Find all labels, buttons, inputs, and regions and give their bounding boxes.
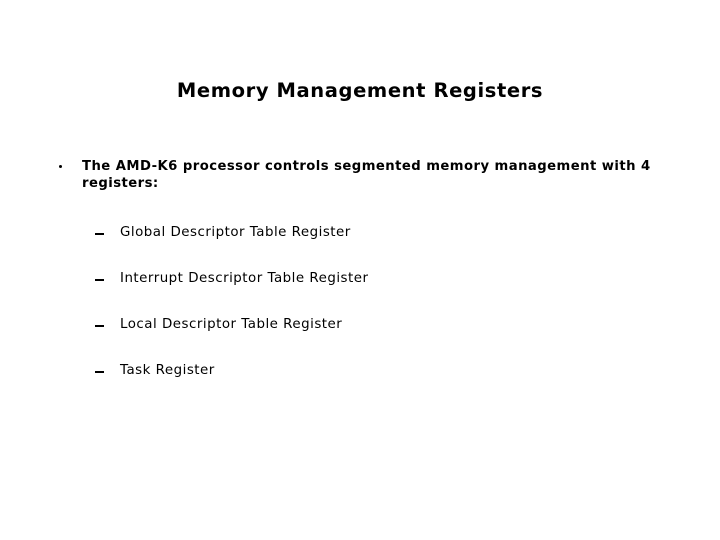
list-item: Interrupt Descriptor Table Register <box>0 271 720 317</box>
list-item: Task Register <box>0 363 720 409</box>
dash-bullet-icon <box>95 370 104 373</box>
slide-body-content: The AMD-K6 processor controls segmented … <box>0 158 720 409</box>
dot-bullet-icon <box>59 165 62 168</box>
bullet-level2-text: Interrupt Descriptor Table Register <box>120 270 369 286</box>
page-title: Memory Management Registers <box>176 79 544 102</box>
dash-bullet-icon <box>95 324 104 327</box>
bullet-level1-text: The AMD-K6 processor controls segmented … <box>82 159 651 192</box>
dash-bullet-icon <box>95 232 104 235</box>
bullet-level2-text: Local Descriptor Table Register <box>120 316 343 332</box>
list-item: The AMD-K6 processor controls segmented … <box>0 158 720 193</box>
dash-bullet-icon <box>95 278 104 281</box>
bullet-level2-text: Task Register <box>120 362 215 378</box>
list-item: Local Descriptor Table Register <box>0 317 720 363</box>
list-item: Global Descriptor Table Register <box>0 225 720 271</box>
bullet-level2-text: Global Descriptor Table Register <box>120 224 351 240</box>
sub-bullet-list: Global Descriptor Table Register Interru… <box>0 225 720 409</box>
